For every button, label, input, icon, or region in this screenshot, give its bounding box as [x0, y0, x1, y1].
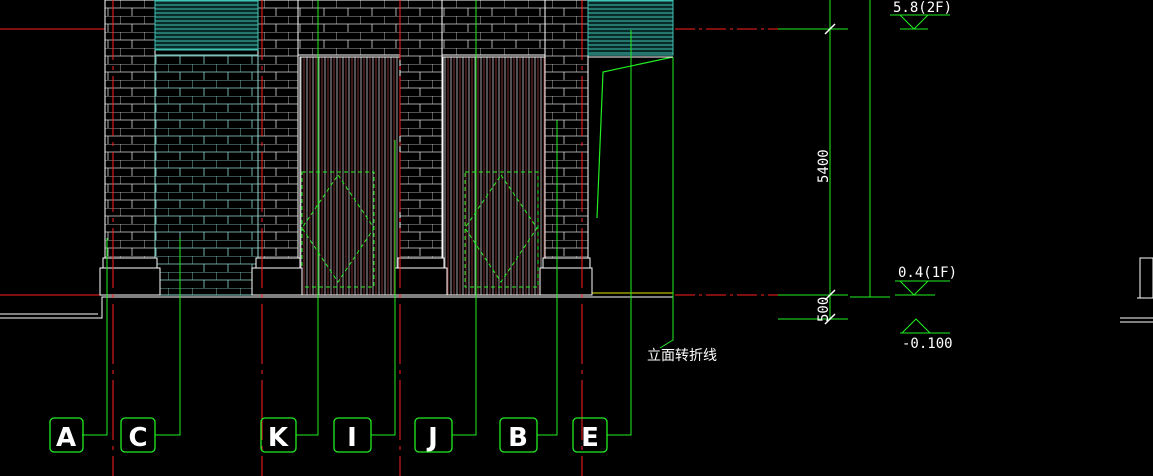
level-marker-ground [900, 318, 950, 334]
grid-axis-lines [112, 0, 583, 476]
grid-label-b: B [508, 423, 528, 453]
grid-label-i: I [347, 423, 357, 453]
adjacent-elevation-fragment [1120, 257, 1153, 323]
level-label-1f: 0.4(1F) [898, 265, 957, 281]
level-label-ground: -0.100 [902, 336, 953, 352]
ground-line [0, 292, 673, 319]
dimension-5400: 5400 [816, 149, 832, 183]
level-label-2f: 5.8(2F) [893, 0, 952, 16]
red-reference-lines [0, 28, 780, 296]
grid-label-a: A [56, 423, 76, 453]
facade-turn-leader [659, 57, 674, 349]
dimension-ticks [824, 23, 836, 325]
door-panels [299, 56, 546, 296]
dimension-chain [778, 0, 890, 320]
dimension-500: 500 [816, 297, 832, 322]
infill-wall-panel [154, 0, 259, 296]
upper-beam-band [297, 0, 546, 56]
grid-label-j: J [426, 423, 438, 453]
grid-bubbles [49, 417, 608, 453]
grid-label-c: C [128, 423, 147, 453]
grid-label-e: E [581, 423, 599, 453]
level-marker-2f [890, 14, 950, 30]
facade-turn-note: 立面转折线 [647, 348, 717, 364]
pilaster-bases [99, 257, 593, 296]
door-diamond-motifs [301, 171, 539, 288]
level-marker-1f [895, 280, 950, 296]
grid-leader-lines [82, 0, 632, 436]
grid-label-k: K [268, 423, 289, 453]
